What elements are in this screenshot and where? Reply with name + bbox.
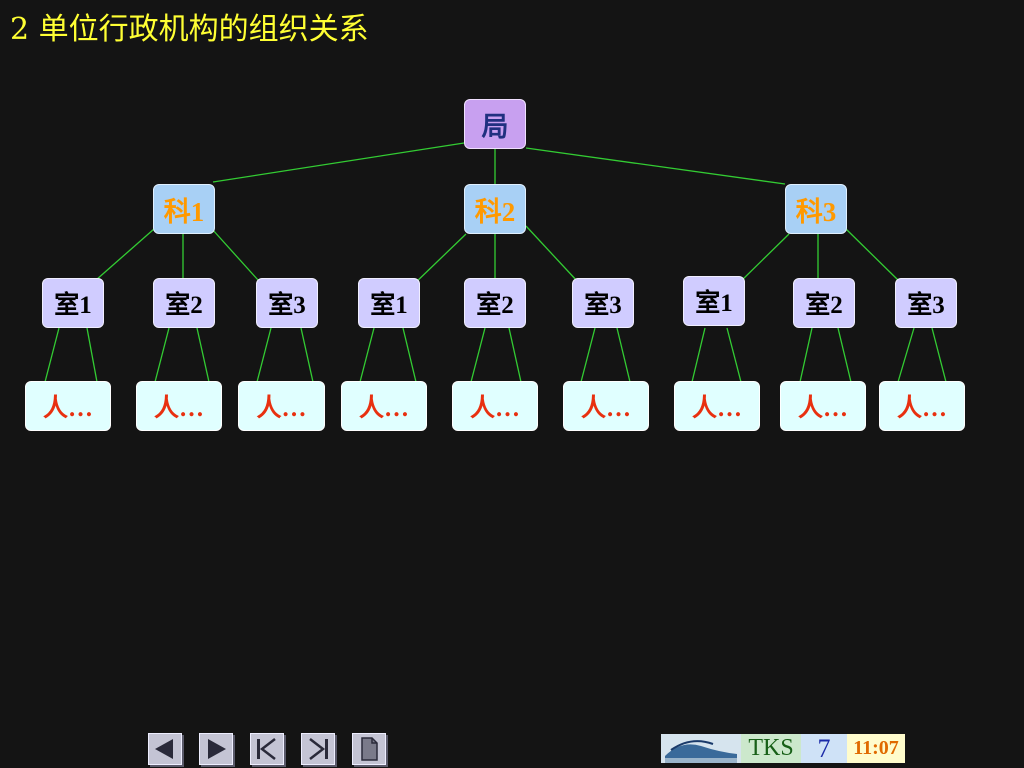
document-button[interactable] [352, 733, 386, 765]
connector-office-3-2-person-left [799, 327, 813, 383]
person-node-2-1: 人… [341, 381, 427, 431]
previous-slide-button[interactable] [148, 733, 182, 765]
connector-section-1-office-1 [95, 228, 155, 281]
last-slide-button[interactable] [301, 733, 335, 765]
connector-office-1-1-person-right [86, 327, 98, 383]
connector-section-3-office-3 [845, 228, 899, 281]
connector-office-2-2-person-right [508, 327, 522, 383]
connector-office-1-3-person-right [300, 327, 314, 383]
person-node-3-2: 人… [780, 381, 866, 431]
slide-title: 2 单位行政机构的组织关系 [10, 12, 369, 47]
clock-time: 11:07 [847, 734, 905, 763]
connector-office-3-1-person-right [726, 327, 742, 383]
next-slide-button[interactable] [199, 733, 233, 765]
logo-icon [661, 734, 741, 763]
person-node-2-3: 人… [563, 381, 649, 431]
person-node-3-3: 人… [879, 381, 965, 431]
office-node-3-2: 室2 [793, 278, 855, 328]
connector-section-2-office-1 [411, 233, 467, 287]
connector-office-2-1-person-right [402, 327, 417, 383]
connector-office-3-2-person-right [837, 327, 852, 383]
footer-brand: TKS [741, 734, 801, 763]
skip-first-icon [257, 738, 276, 760]
connector-office-1-2-person-left [154, 327, 170, 383]
connector-section-2-office-3 [525, 225, 579, 283]
section-node-2: 科2 [464, 184, 526, 234]
office-node-1-2: 室2 [153, 278, 215, 328]
root-node: 局 [464, 99, 526, 149]
slide-footer: TKS 7 11:07 [661, 734, 905, 763]
section-node-3: 科3 [785, 184, 847, 234]
slide-page-number: 7 [801, 734, 847, 763]
connector-root-section-3 [525, 147, 786, 185]
first-slide-button[interactable] [250, 733, 284, 765]
connector-office-2-3-person-left [580, 327, 596, 383]
arrow-left-icon [155, 739, 173, 759]
connector-office-2-2-person-left [470, 327, 486, 383]
person-node-1-3: 人… [238, 381, 325, 431]
connector-office-3-3-person-right [931, 327, 947, 383]
connector-office-2-1-person-left [359, 327, 375, 383]
person-node-1-2: 人… [136, 381, 222, 431]
arrow-right-icon [208, 739, 226, 759]
office-node-2-3: 室3 [572, 278, 634, 328]
connector-office-3-1-person-left [691, 327, 706, 383]
connector-office-1-2-person-right [196, 327, 210, 383]
office-node-2-1: 室1 [358, 278, 420, 328]
connector-office-1-1-person-left [44, 327, 60, 383]
office-node-3-1: 室1 [683, 276, 745, 326]
section-node-1: 科1 [153, 184, 215, 234]
office-node-2-2: 室2 [464, 278, 526, 328]
school-logo [661, 734, 741, 763]
office-node-3-3: 室3 [895, 278, 957, 328]
connector-root-section-1 [212, 142, 465, 183]
connector-office-2-3-person-right [616, 327, 631, 383]
connector-office-3-3-person-left [897, 327, 915, 383]
connector-section-3-office-1 [737, 233, 790, 285]
office-node-1-1: 室1 [42, 278, 104, 328]
person-node-2-2: 人… [452, 381, 538, 431]
skip-last-icon [309, 738, 328, 760]
office-node-1-3: 室3 [256, 278, 318, 328]
connector-section-1-office-3 [211, 228, 259, 281]
connector-office-1-3-person-left [256, 327, 272, 383]
person-node-3-1: 人… [674, 381, 760, 431]
document-icon [361, 737, 378, 761]
person-node-1-1: 人… [25, 381, 111, 431]
